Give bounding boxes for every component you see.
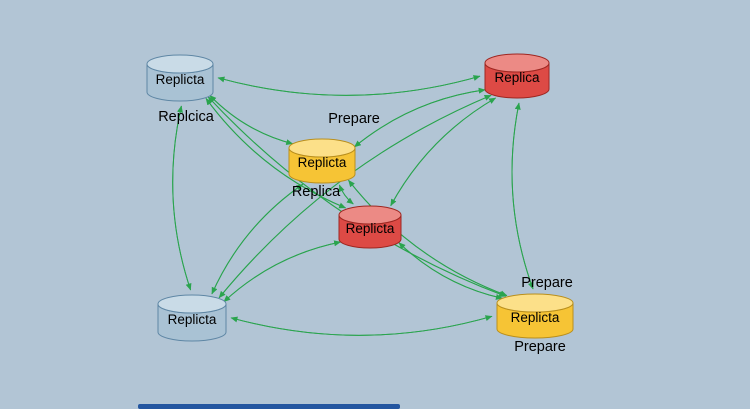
- db-cylinder-top: [288, 138, 356, 158]
- edges: [172, 75, 534, 336]
- db-node-label: Replicta: [346, 221, 395, 236]
- db-node-label: Replicta: [511, 310, 560, 325]
- replication-arrow: [511, 102, 534, 290]
- db-node-middle: Replicta: [288, 138, 356, 184]
- db-node-label: Replicta: [156, 72, 205, 87]
- replication-arrow: [209, 95, 293, 145]
- replication-arrow: [354, 87, 486, 148]
- db-node-label: Replica: [494, 70, 540, 85]
- db-node-label: Replicta: [168, 312, 217, 327]
- db-cylinder-top: [157, 294, 227, 314]
- replication-arrow: [398, 242, 503, 300]
- diagram-label: Replcica: [158, 109, 215, 125]
- diagram-label: Prepare: [521, 275, 573, 291]
- replication-arrow: [217, 75, 481, 96]
- db-node-bottom-right: Replicta: [496, 293, 574, 339]
- replication-arrow: [348, 179, 508, 297]
- db-cylinder-top: [338, 205, 402, 225]
- db-node-label: Replicta: [298, 155, 347, 170]
- diagram-label: Prepare: [328, 111, 380, 127]
- db-node-top-right: Replica: [484, 53, 550, 99]
- db-node-center: Replicta: [338, 205, 402, 249]
- diagram-label: Prepare: [514, 339, 566, 355]
- replication-arrow: [211, 183, 303, 295]
- replication-arrow: [390, 97, 496, 207]
- replication-arrow: [398, 242, 503, 299]
- bottom-window-edge: [138, 404, 400, 409]
- db-node-top-left: Replicta: [146, 54, 214, 102]
- replication-arrow: [223, 240, 342, 303]
- replication-arrow: [511, 102, 534, 290]
- replication-arrow: [230, 315, 493, 336]
- replication-arrow: [172, 105, 192, 291]
- db-cylinder-top: [146, 54, 214, 74]
- replication-arrow: [172, 105, 192, 291]
- replication-arrow: [205, 97, 346, 209]
- diagram-label: Replica: [292, 184, 341, 200]
- db-cylinder-top: [496, 293, 574, 313]
- db-node-bottom-left: Replicta: [157, 294, 227, 342]
- replication-arrow: [390, 97, 497, 206]
- replication-arrow: [338, 184, 354, 205]
- db-cylinder-top: [484, 53, 550, 73]
- replication-arrow: [211, 183, 304, 295]
- replication-arrow: [338, 184, 354, 205]
